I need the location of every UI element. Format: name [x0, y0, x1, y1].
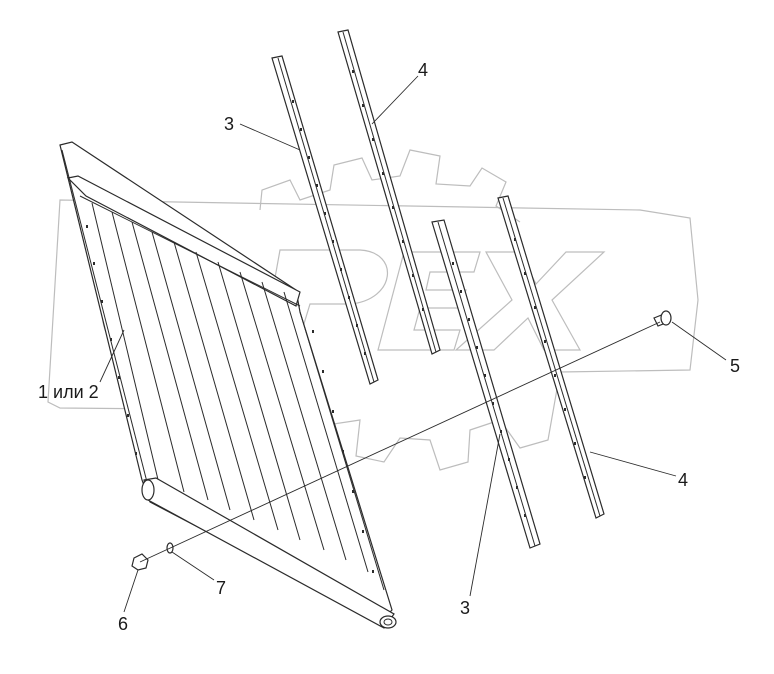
callout-washer: 7 — [216, 578, 226, 598]
strip-3-upper — [271, 55, 379, 385]
callout-strip-4-lower: 4 — [678, 470, 688, 490]
strip-4-lower — [497, 195, 605, 519]
callout-nut: 6 — [118, 614, 128, 634]
assembly-axis-line — [139, 321, 661, 563]
panel-mounting-holes — [86, 225, 374, 573]
callout-bolt: 5 — [730, 356, 740, 376]
leader-lines — [99, 75, 727, 613]
strip-3-lower — [431, 219, 541, 549]
callout-strip-3-lower: 3 — [460, 598, 470, 618]
panel-bottom-tube — [141, 477, 397, 629]
callout-strip-4-upper: 4 — [418, 60, 428, 80]
callout-strip-3-upper: 3 — [224, 114, 234, 134]
screen-panel — [59, 141, 397, 629]
strip-4-upper — [337, 29, 441, 355]
callout-panel: 1 или 2 — [38, 382, 99, 402]
